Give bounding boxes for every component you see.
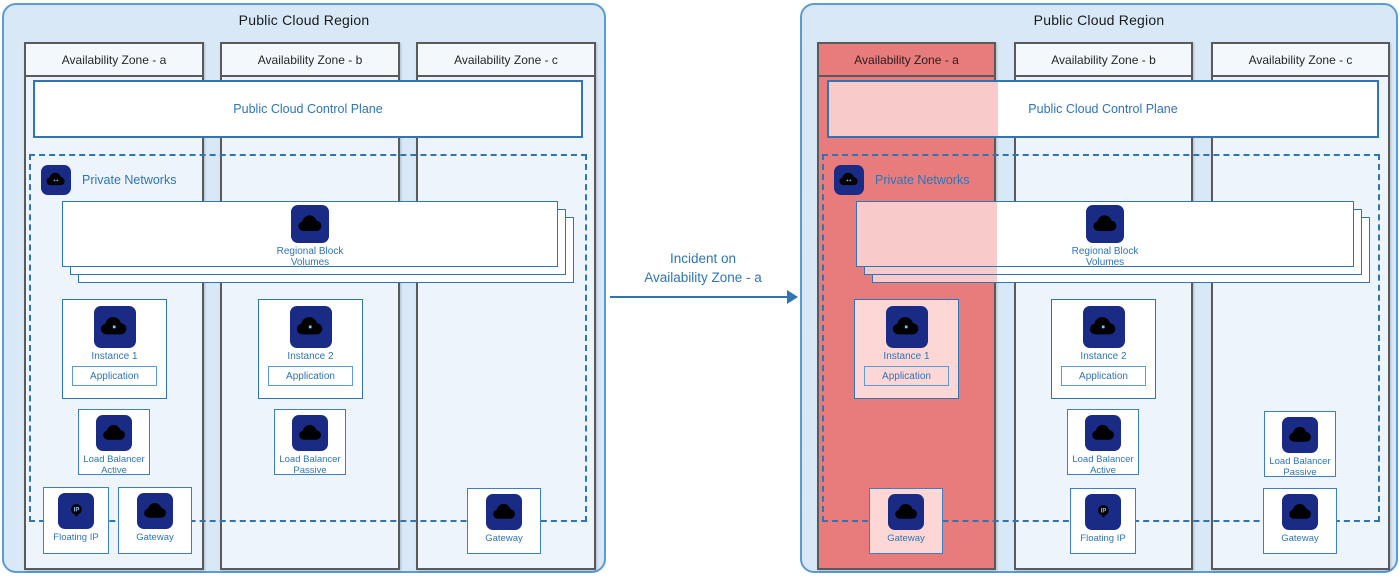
- gateway-cloud-icon: [137, 493, 173, 529]
- floating-ip-label: Floating IP: [1080, 533, 1126, 544]
- load-balancer-passive-box: Load Balancer Passive: [1264, 411, 1336, 478]
- load-balancer-active-box: Load Balancer Active: [1067, 409, 1139, 476]
- application-box: Application: [268, 366, 353, 386]
- region-title: Public Cloud Region: [238, 12, 370, 28]
- private-networks-label: Private Networks: [875, 173, 970, 187]
- private-networks-box: Private Networks: [29, 154, 587, 522]
- control-plane-box: Public Cloud Control Plane: [827, 80, 1379, 138]
- incident-annotation: Incident on Availability Zone - a: [606, 249, 800, 287]
- az-a-header: Availability Zone - a: [819, 44, 994, 77]
- regional-block-volumes-label: Regional Block Volumes: [1071, 246, 1139, 268]
- load-balancer-active-label: Load Balancer Active: [1072, 454, 1134, 476]
- load-balancer-passive-label: Load Balancer Passive: [279, 454, 341, 476]
- load-balancer-active-label: Load Balancer Active: [83, 454, 145, 476]
- ip-balloon-icon: [1085, 494, 1121, 530]
- load-balancer-active-box: Load Balancer Active: [78, 409, 150, 476]
- gateway-c-box: Gateway: [1263, 488, 1337, 554]
- compute-cloud-icon: [289, 306, 332, 348]
- az-b-header: Availability Zone - b: [1016, 44, 1191, 77]
- load-balancer-cloud-icon: [1085, 415, 1121, 451]
- incident-annotation-line2: Availability Zone - a: [644, 270, 762, 285]
- az-a-header: Availability Zone - a: [26, 44, 202, 77]
- incident-arrow-line: [610, 296, 789, 298]
- application-box: Application: [72, 366, 157, 386]
- ip-balloon-icon: [58, 493, 94, 529]
- network-cloud-icon: [41, 165, 71, 195]
- compute-cloud-icon: [885, 306, 928, 348]
- control-plane-label: Public Cloud Control Plane: [1028, 102, 1178, 116]
- regional-block-volumes-box: Regional Block Volumes: [856, 201, 1354, 268]
- network-cloud-icon: [834, 165, 864, 195]
- gateway-label: Gateway: [1281, 533, 1319, 544]
- storage-cloud-icon: [291, 205, 329, 243]
- private-networks-head: Private Networks: [834, 165, 969, 195]
- load-balancer-cloud-icon: [1282, 417, 1318, 453]
- gateway-cloud-icon: [1282, 494, 1318, 530]
- compute-cloud-icon: [1082, 306, 1125, 348]
- application-box: Application: [1061, 366, 1146, 386]
- gateway-cloud-icon: [486, 494, 522, 530]
- private-networks-label: Private Networks: [82, 173, 177, 187]
- floating-ip-label: Floating IP: [53, 532, 99, 543]
- region-right: Public Cloud Region Availability Zone - …: [800, 3, 1398, 573]
- incident-annotation-line1: Incident on: [669, 251, 737, 266]
- az-c-header: Availability Zone - c: [418, 44, 594, 77]
- region-left: Public Cloud Region Availability Zone - …: [2, 3, 606, 573]
- gateway-a-box: Gateway: [118, 487, 192, 554]
- gateway-label: Gateway: [136, 532, 174, 543]
- instance-2-box: Instance 2 Application: [1051, 299, 1156, 399]
- az-b-header: Availability Zone - b: [222, 44, 398, 77]
- load-balancer-cloud-icon: [292, 415, 328, 451]
- instance-1-box: Instance 1 Application: [62, 299, 167, 399]
- gateway-a-box-incident: Gateway: [869, 488, 943, 554]
- incident-arrow-head-icon: [787, 290, 798, 304]
- compute-cloud-icon: [93, 306, 136, 348]
- load-balancer-cloud-icon: [96, 415, 132, 451]
- instance-1-label: Instance 1: [91, 351, 138, 362]
- load-balancer-passive-box: Load Balancer Passive: [274, 409, 346, 476]
- instance-2-box: Instance 2 Application: [258, 299, 363, 399]
- control-plane-box: Public Cloud Control Plane: [33, 80, 583, 138]
- control-plane-label: Public Cloud Control Plane: [233, 102, 383, 116]
- floating-ip-box: Floating IP: [43, 487, 109, 554]
- instance-2-label: Instance 2: [1080, 351, 1127, 362]
- instance-1-box-incident: Instance 1 Application: [854, 299, 959, 399]
- regional-block-volumes-box: Regional Block Volumes: [62, 201, 558, 268]
- region-title: Public Cloud Region: [1033, 12, 1165, 28]
- load-balancer-passive-label: Load Balancer Passive: [1269, 456, 1331, 478]
- regional-block-volumes-label: Regional Block Volumes: [276, 246, 344, 268]
- gateway-cloud-icon: [888, 494, 924, 530]
- floating-ip-box: Floating IP: [1070, 488, 1136, 554]
- gateway-label: Gateway: [485, 533, 523, 544]
- private-networks-head: Private Networks: [41, 165, 176, 195]
- gateway-label: Gateway: [887, 533, 925, 544]
- instance-1-label: Instance 1: [883, 351, 930, 362]
- gateway-c-box: Gateway: [467, 488, 541, 554]
- application-box: Application: [864, 366, 949, 386]
- instance-2-label: Instance 2: [287, 351, 334, 362]
- az-c-header: Availability Zone - c: [1213, 44, 1388, 77]
- storage-cloud-icon: [1086, 205, 1124, 243]
